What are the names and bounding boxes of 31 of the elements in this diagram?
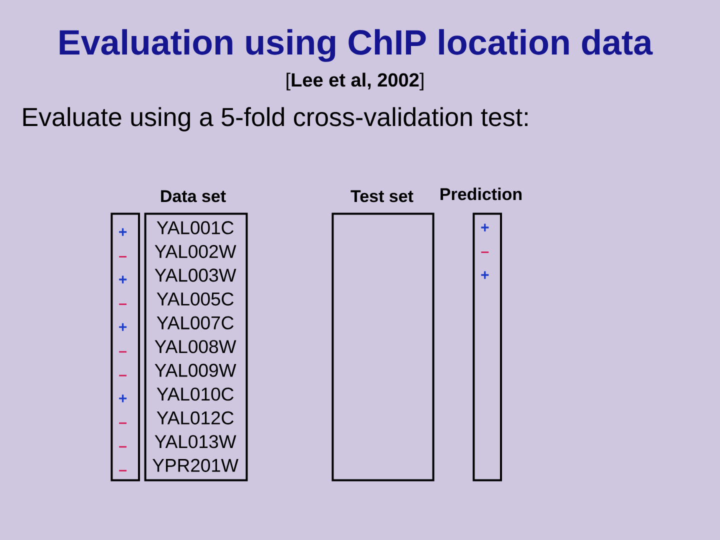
- column-heading: Data set: [161, 190, 226, 202]
- class-sign: –: [119, 351, 126, 353]
- gene-id: YAL012C: [156, 411, 234, 424]
- class-sign: +: [119, 228, 127, 236]
- gene-id: YAL007C: [156, 316, 234, 330]
- class-sign: –: [119, 470, 126, 472]
- gene-id: YAL008W: [154, 340, 236, 354]
- class-sign: +: [481, 271, 489, 279]
- column-heading: Prediction: [440, 188, 522, 200]
- gene-id: YAL005C: [156, 292, 234, 306]
- class-sign: –: [119, 256, 126, 258]
- gene-id: YPR201W: [152, 458, 238, 472]
- gene-id: YAL002W: [154, 244, 236, 258]
- gene-id: YAL013W: [154, 435, 236, 448]
- class-sign: +: [119, 276, 127, 284]
- gene-id: YAL009W: [154, 364, 236, 377]
- gene-id: YAL003W: [154, 268, 236, 282]
- class-sign: –: [481, 252, 489, 253]
- gene-id: YAL010C: [156, 388, 234, 401]
- gene-id: YAL001C: [156, 221, 234, 234]
- class-sign: +: [481, 224, 489, 232]
- column-heading: Test set: [350, 190, 414, 202]
- class-sign: +: [119, 323, 127, 331]
- citation: [Lee et al, 2002]: [286, 72, 424, 90]
- class-sign: –: [119, 446, 126, 448]
- instruction-text: Evaluate using a 5-fold cross-validation test:: [23, 107, 528, 132]
- class-sign: +: [119, 394, 127, 402]
- class-sign: –: [119, 304, 126, 305]
- class-sign: –: [119, 374, 126, 376]
- class-sign: –: [119, 422, 126, 424]
- slide-title: Evaluation using ChIP location data: [60, 29, 653, 62]
